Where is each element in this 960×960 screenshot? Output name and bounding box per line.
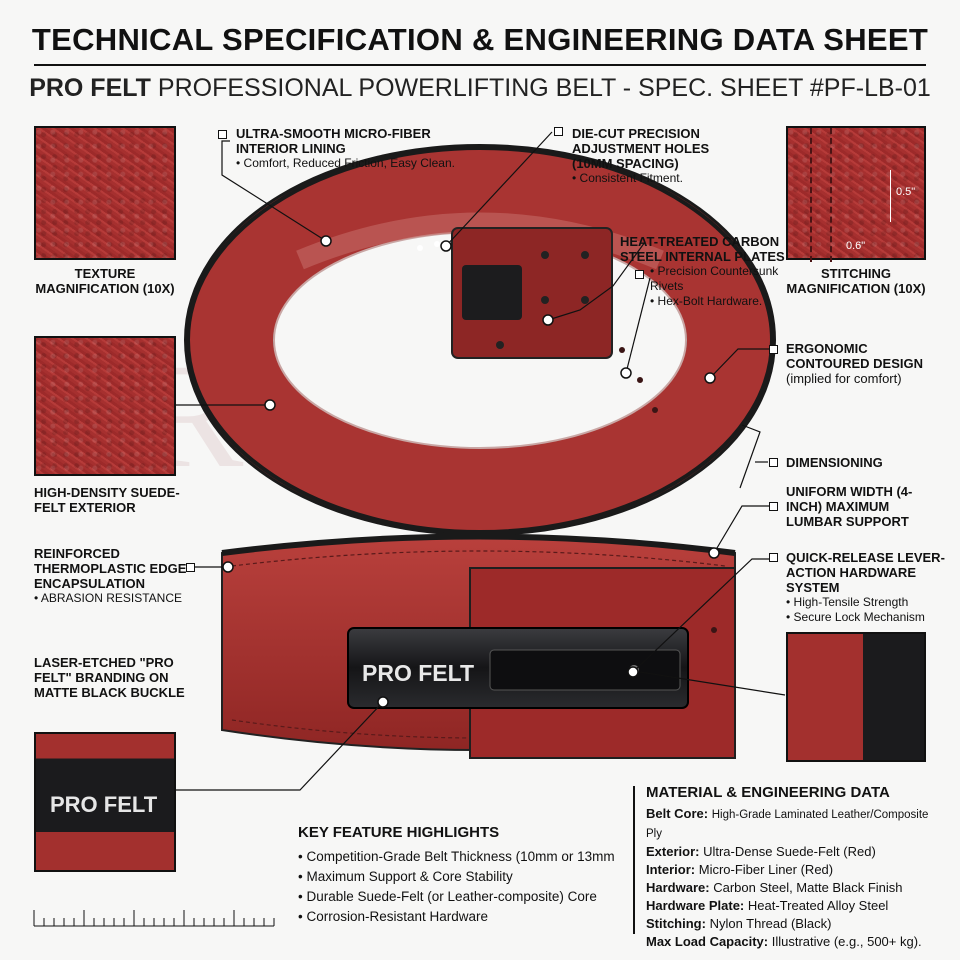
material-value: High-Grade Laminated Leather/Composite P… [646,809,929,840]
stitching-thumbnail: 0.5" 0.6" [786,126,926,262]
top-belt [184,144,776,536]
page-title: TECHNICAL SPECIFICATION & ENGINEERING DA… [31,22,929,57]
material-key: Max Load Capacity: [646,934,769,949]
key-features-title: KEY FEATURE HIGHLIGHTS [298,824,500,841]
ergonomic-title: ERGONOMIC CONTOURED DESIGN [786,341,923,371]
material-value: Nylon Thread (Black) [709,916,832,931]
holes-note: • Consistent Fitment. [572,171,683,185]
lining-marker [218,130,227,139]
material-rows: Belt Core: High-Grade Laminated Leather/… [646,805,946,951]
width-label: UNIFORM WIDTH (4-INCH) MAXIMUM LUMBAR SU… [786,484,913,529]
edge-title: REINFORCED THERMOPLASTIC EDGE ENCAPSULAT… [34,546,187,591]
material-row: Belt Core: High-Grade Laminated Leather/… [646,805,946,843]
holes-marker [554,127,563,136]
plates-title: HEAT-TREATED CARBON STEEL INTERNAL PLATE… [620,234,785,264]
key-feature-item: Durable Suede-Felt (or Leather-composite… [298,887,628,907]
dimensioning-marker [769,458,778,467]
dimensioning-label: DIMENSIONING [786,455,883,470]
key-features-section: KEY FEATURE HIGHLIGHTS Competition-Grade… [298,824,628,927]
subtitle-text: PROFESSIONAL POWERLIFTING BELT - SPEC. S… [157,74,931,102]
lever-label: QUICK-RELEASE LEVER-ACTION HARDWARE SYST… [786,550,946,625]
material-section: MATERIAL & ENGINEERING DATA Belt Core: H… [646,784,946,951]
key-feature-item: Maximum Support & Core Stability [298,867,628,887]
lever-note-2: • Secure Lock Mechanism [786,610,925,624]
ergonomic-label: ERGONOMIC CONTOURED DESIGN (implied for … [786,341,946,386]
buckle-brand-text: PRO FELT [362,660,475,686]
key-feature-item: Competition-Grade Belt Thickness (10mm o… [298,847,628,867]
lever-title: QUICK-RELEASE LEVER-ACTION HARDWARE SYST… [786,550,945,595]
material-key: Hardware: [646,880,710,895]
subtitle-brand: PRO FELT [29,74,151,102]
material-row: Hardware: Carbon Steel, Matte Black Fini… [646,879,946,897]
material-title: MATERIAL & ENGINEERING DATA [646,784,890,801]
width-marker [769,502,778,511]
title-rule [34,64,926,66]
thumbnail-brand-text: PRO FELT [50,792,158,817]
key-feature-item: Corrosion-Resistant Hardware [298,907,628,927]
material-key: Exterior: [646,844,700,859]
plates-label: HEAT-TREATED CARBON STEEL INTERNAL PLATE… [620,234,790,309]
texture-caption: TEXTURE MAGNIFICATION (10X) [35,266,175,296]
lining-label: ULTRA-SMOOTH MICRO-FIBER INTERIOR LINING… [236,126,476,171]
material-row: Interior: Micro-Fiber Liner (Red) [646,861,946,879]
material-value: Ultra-Dense Suede-Felt (Red) [703,844,876,859]
lining-note: • Comfort, Reduced Friction, Easy Clean. [236,156,455,170]
material-key: Belt Core: [646,806,709,821]
lever-marker [769,553,778,562]
holes-label: DIE-CUT PRECISION ADJUSTMENT HOLES (10MM… [572,126,742,186]
material-row: Max Load Capacity: Illustrative (e.g., 5… [646,933,946,951]
material-value: Micro-Fiber Liner (Red) [698,862,834,877]
material-value: Heat-Treated Alloy Steel [747,898,889,913]
lever-note-1: • High-Tensile Strength [786,595,909,609]
buckle-thumbnail: PRO FELT [34,732,176,872]
plates-marker [635,270,644,279]
laser-label: LASER-ETCHED "PRO FELT" BRANDING ON MATT… [34,655,185,700]
material-row: Exterior: Ultra-Dense Suede-Felt (Red) [646,843,946,861]
plates-note-2: • Hex-Bolt Hardware. [650,294,763,308]
holes-title: DIE-CUT PRECISION ADJUSTMENT HOLES (10MM… [572,126,710,171]
page-subtitle: PRO FELT PROFESSIONAL POWERLIFTING BELT … [0,74,960,103]
edge-marker [186,563,195,572]
texture-thumbnail [34,126,176,260]
lever-thumbnail [786,632,926,762]
material-key: Hardware Plate: [646,898,745,913]
plates-note-1: • Precision Countersunk Rivets [650,264,779,293]
ergonomic-marker [769,345,778,354]
material-value: Carbon Steel, Matte Black Finish [713,880,903,895]
stitch-dim-horizontal: 0.6" [846,240,866,252]
lever-buckle [347,627,689,709]
material-value: Illustrative (e.g., 500+ kg). [771,934,922,949]
material-key: Stitching: [646,916,706,931]
material-key: Interior: [646,862,696,877]
material-row: Stitching: Nylon Thread (Black) [646,915,946,933]
key-features-list: Competition-Grade Belt Thickness (10mm o… [298,847,628,927]
material-divider [633,786,635,934]
exterior-thumbnail [34,336,176,476]
edge-note: • ABRASION RESISTANCE [34,591,183,605]
stitching-caption: STITCHING MAGNIFICATION (10X) [786,266,926,296]
stitch-dim-vertical: 0.5" [896,186,916,198]
ergonomic-note: (implied for comfort) [786,371,902,386]
edge-label: REINFORCED THERMOPLASTIC EDGE ENCAPSULAT… [34,546,194,606]
lining-title: ULTRA-SMOOTH MICRO-FIBER INTERIOR LINING [236,126,431,156]
exterior-label: HIGH-DENSITY SUEDE-FELT EXTERIOR [34,485,180,515]
material-row: Hardware Plate: Heat-Treated Alloy Steel [646,897,946,915]
